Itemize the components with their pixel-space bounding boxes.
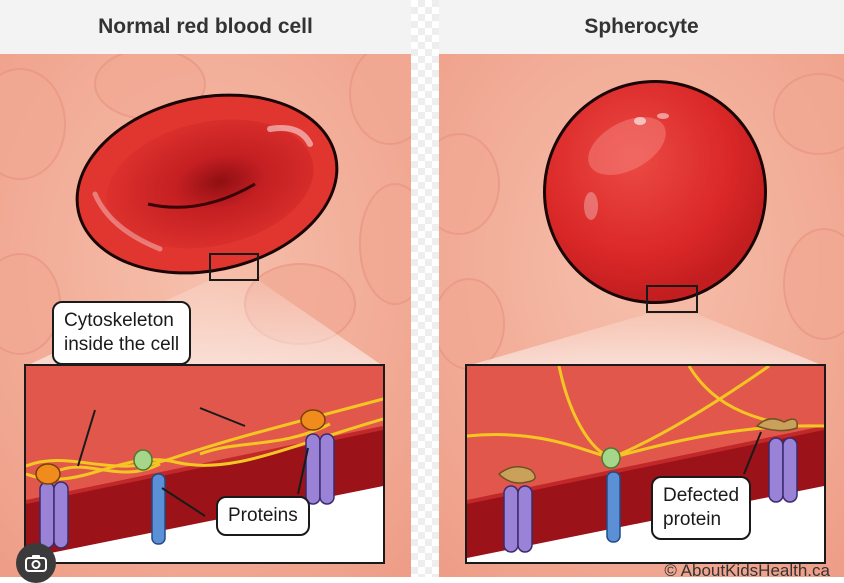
spherocyte-cell [543,80,767,304]
callout-defected-protein: Defected protein [651,476,752,540]
callout-defected-line1: Defected [663,485,740,506]
cell-membrane [26,428,383,558]
callout-defected-line2: protein [663,509,722,530]
callout-proteins-label: Proteins [228,505,298,526]
panel-spherocyte: Spherocyte [439,0,844,577]
panel-divider [411,0,439,577]
spherocyte-illustration [439,54,844,577]
normal-rbc-illustration [0,54,411,577]
callout-cytoskeleton-line2: inside the cell [64,334,180,355]
camera-icon-glyph [25,555,47,572]
membrane-proteins [497,418,798,553]
cytoskeleton [467,366,824,460]
zoom-box [646,285,698,313]
callout-proteins: Proteins [216,496,310,536]
background-cells [439,73,844,370]
panel-title-spherocyte: Spherocyte [439,0,844,54]
callout-cytoskeleton-line1: Cytoskeleton [64,310,174,331]
panel-normal-rbc: Normal red blood cell [0,0,411,577]
zoom-box [209,253,259,281]
normal-red-blood-cell [75,93,339,275]
membrane-inset-normal [24,364,385,564]
zoom-cone [467,314,824,366]
callout-cytoskeleton: Cytoskeleton inside the cell [52,301,192,365]
membrane-inset-spherocyte [465,364,826,564]
membrane-proteins [35,409,335,549]
background-cells [0,54,411,355]
panel-title-normal: Normal red blood cell [0,0,411,54]
cell-membrane [467,428,824,558]
credit-text: © AboutKidsHealth.ca [664,561,830,577]
camera-icon[interactable] [16,543,56,583]
